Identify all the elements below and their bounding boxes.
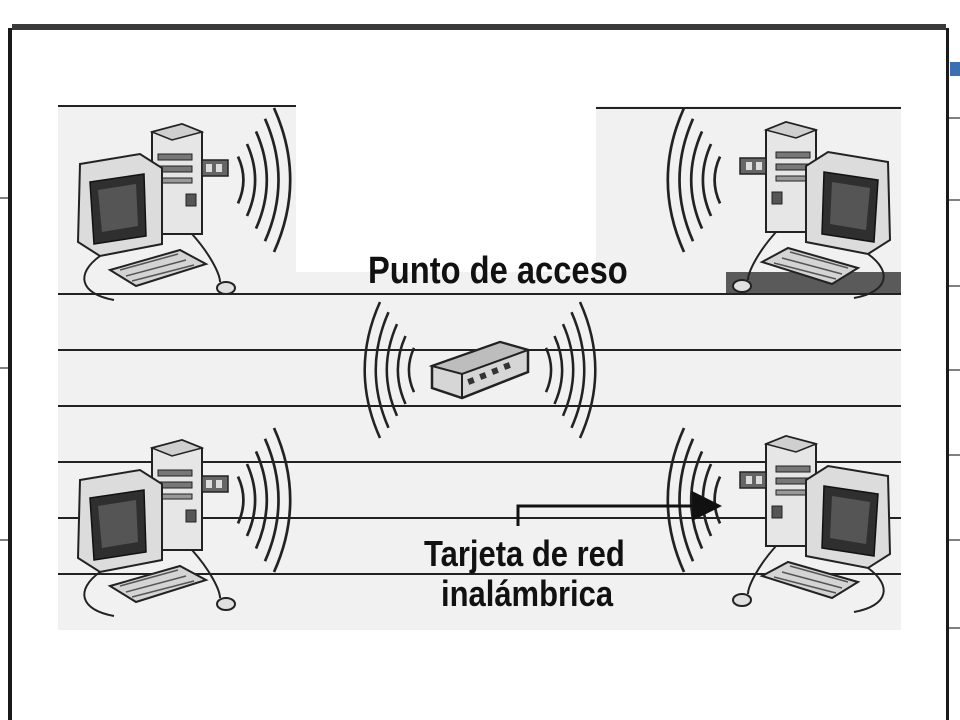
accent-tab (950, 62, 960, 76)
arrow-icon (516, 491, 722, 526)
nic-label-line1: Tarjeta de red (424, 533, 625, 574)
slide-right-border (946, 28, 949, 720)
slide-top-border (12, 24, 946, 30)
access-point-icon (428, 340, 532, 400)
slide-left-border (8, 28, 12, 720)
top-band (296, 106, 596, 272)
access-point-label: Punto de acceso (368, 250, 628, 292)
side-ticks (0, 117, 960, 629)
dark-band (726, 272, 901, 294)
nic-label-line2: inalámbrica (441, 573, 614, 614)
